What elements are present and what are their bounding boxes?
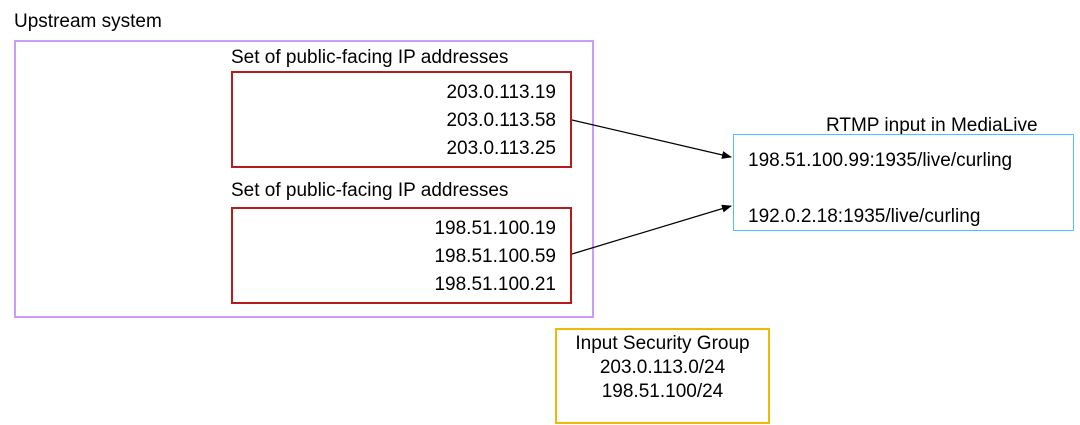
rtmp-input-title: RTMP input in MediaLive [826,115,1038,136]
ip-set-1-box: 203.0.113.19 203.0.113.58 203.0.113.25 [231,71,572,168]
ip-address: 203.0.113.19 [446,82,556,103]
input-security-group-box: Input Security Group 203.0.113.0/24 198.… [555,328,770,424]
arrow-set1-to-rtmp [571,119,732,159]
rtmp-input-box: 198.51.100.99:1935/live/curling 192.0.2.… [733,134,1074,231]
rtmp-endpoint: 192.0.2.18:1935/live/curling [748,206,981,227]
ip-set-2-title: Set of public-facing IP addresses [231,180,509,201]
ip-address: 203.0.113.58 [446,110,556,131]
input-security-group-title: Input Security Group [575,333,750,354]
upstream-system-box [14,40,594,318]
ip-address: 198.51.100.19 [434,218,556,239]
cidr-block: 198.51.100/24 [601,381,724,402]
arrow-set2-to-rtmp [571,204,732,255]
ip-address: 198.51.100.21 [434,274,556,295]
rtmp-endpoint: 198.51.100.99:1935/live/curling [748,150,1013,171]
ip-address: 198.51.100.59 [434,246,556,267]
cidr-block: 203.0.113.0/24 [599,357,726,378]
upstream-system-title: Upstream system [14,11,162,32]
ip-set-1-title: Set of public-facing IP addresses [231,47,509,68]
ip-address: 203.0.113.25 [446,138,556,159]
ip-set-2-box: 198.51.100.19 198.51.100.59 198.51.100.2… [231,207,572,304]
